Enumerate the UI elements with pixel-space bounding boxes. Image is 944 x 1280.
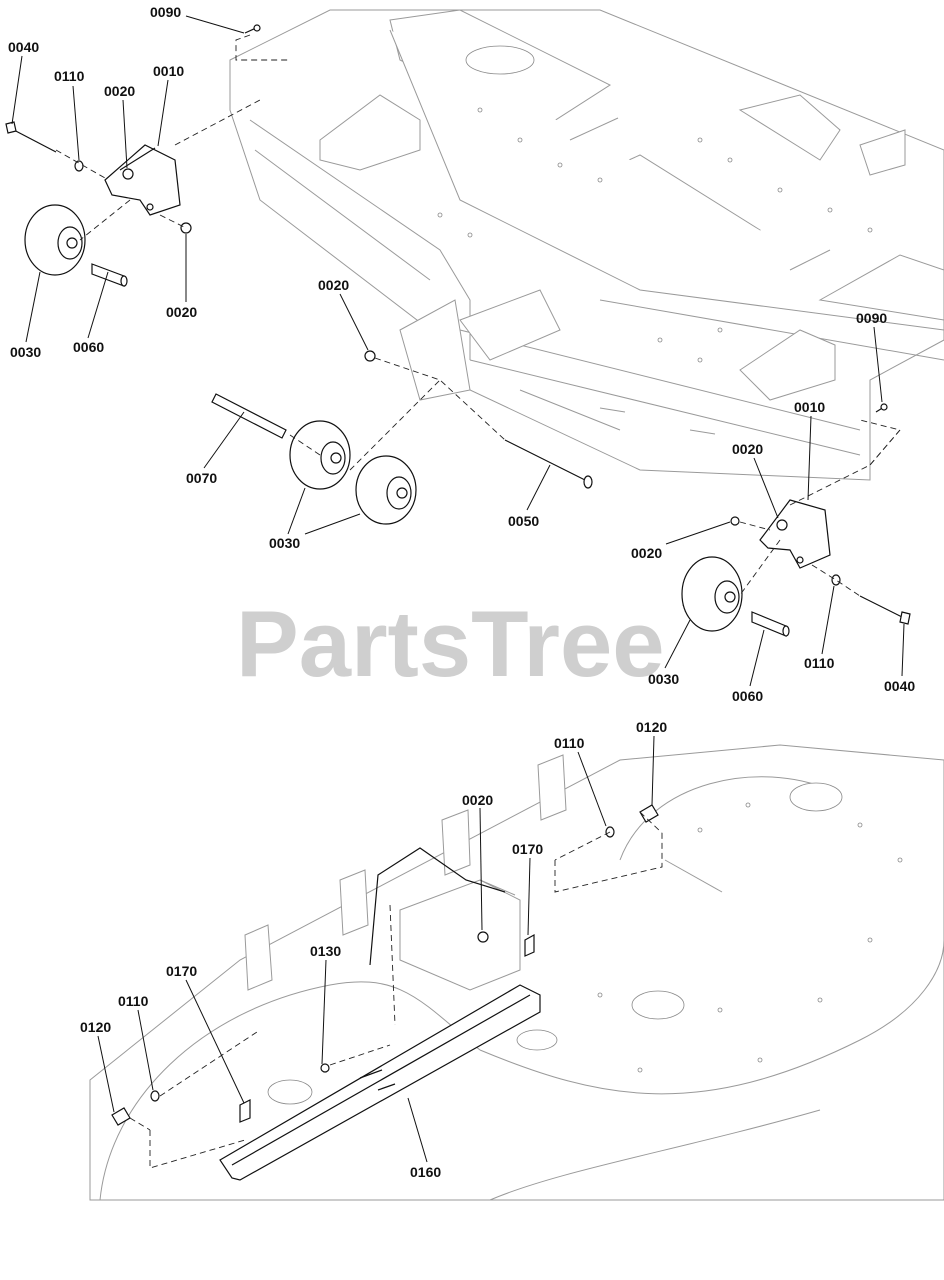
callout-0130: 0130 (310, 943, 341, 959)
callout-0010: 0010 (153, 63, 184, 79)
callout-0110: 0110 (54, 68, 85, 84)
callout-0020: 0020 (732, 441, 763, 457)
callout-0110: 0110 (554, 735, 585, 751)
deck-underside-bottom (89, 744, 944, 1201)
callout-0040: 0040 (8, 39, 39, 55)
callout-0170: 0170 (166, 963, 197, 979)
callout-0090: 0090 (856, 310, 887, 326)
callout-0020: 0020 (631, 545, 662, 561)
callout-labels-bottom: 0110 0120 0020 0170 0130 0170 0110 0120 … (80, 719, 667, 1180)
callout-0020: 0020 (318, 277, 349, 293)
callout-0120: 0120 (636, 719, 667, 735)
callout-0070: 0070 (186, 470, 217, 486)
callout-0020: 0020 (166, 304, 197, 320)
bottom-parts (111, 804, 663, 1181)
callout-labels-top: 0090 0040 0110 0020 0010 0020 0030 0060 … (8, 4, 915, 704)
callout-0030: 0030 (269, 535, 300, 551)
callout-0040: 0040 (884, 678, 915, 694)
callout-0110: 0110 (804, 655, 835, 671)
callout-0170: 0170 (512, 841, 543, 857)
callout-0050: 0050 (508, 513, 539, 529)
callout-0060: 0060 (73, 339, 104, 355)
callout-0030: 0030 (648, 671, 679, 687)
watermark-text: PartsTree (236, 591, 665, 696)
callout-0060: 0060 (732, 688, 763, 704)
callout-0110: 0110 (118, 993, 149, 1009)
callout-0010: 0010 (794, 399, 825, 415)
callout-0020: 0020 (462, 792, 493, 808)
callout-0120: 0120 (80, 1019, 111, 1035)
callout-0030: 0030 (10, 344, 41, 360)
callout-0020: 0020 (104, 83, 135, 99)
callout-0160: 0160 (410, 1164, 441, 1180)
wheel-assembly-left (5, 99, 261, 287)
center-wheel-assembly (211, 350, 593, 525)
mower-deck-top (229, 9, 944, 481)
leader-lines (11, 15, 905, 1163)
callout-0090: 0090 (150, 4, 181, 20)
